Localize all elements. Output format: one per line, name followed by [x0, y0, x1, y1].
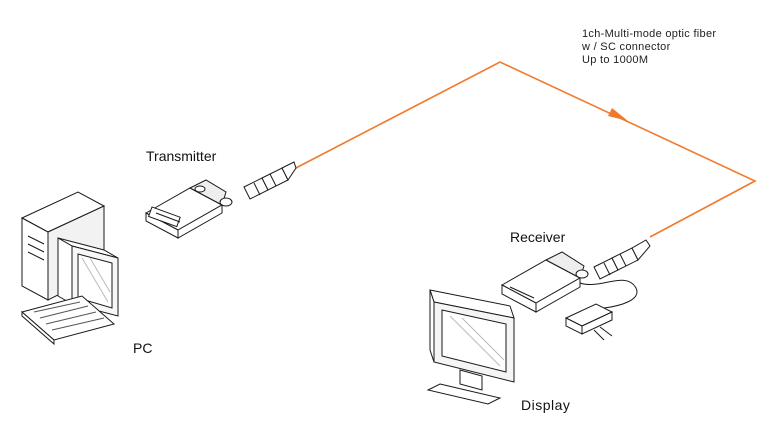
receiver-label: Receiver [510, 229, 566, 245]
fiber-spec-line-3: Up to 1000M [582, 54, 649, 66]
transmitter-fiber-connector [243, 161, 297, 200]
transmitter-module [144, 179, 233, 239]
arrow-icon [608, 108, 628, 121]
fiber-spec-line-2: w / SC connector [582, 41, 671, 53]
fiber-cable [291, 61, 757, 238]
fiber-spec-line-1: 1ch-Multi-mode optic fiber [582, 28, 717, 40]
display-illustration [426, 289, 515, 405]
pc-illustration [20, 191, 119, 346]
receiver-module [500, 251, 638, 313]
fiber-spec-label: 1ch-Multi-mode optic fiber w / SC connec… [582, 28, 716, 67]
power-adapter [564, 303, 614, 341]
receiver-fiber-connector [593, 239, 651, 280]
transmitter-label: Transmitter [146, 148, 217, 164]
pc-label: PC [133, 340, 153, 356]
display-label: Display [521, 397, 571, 413]
